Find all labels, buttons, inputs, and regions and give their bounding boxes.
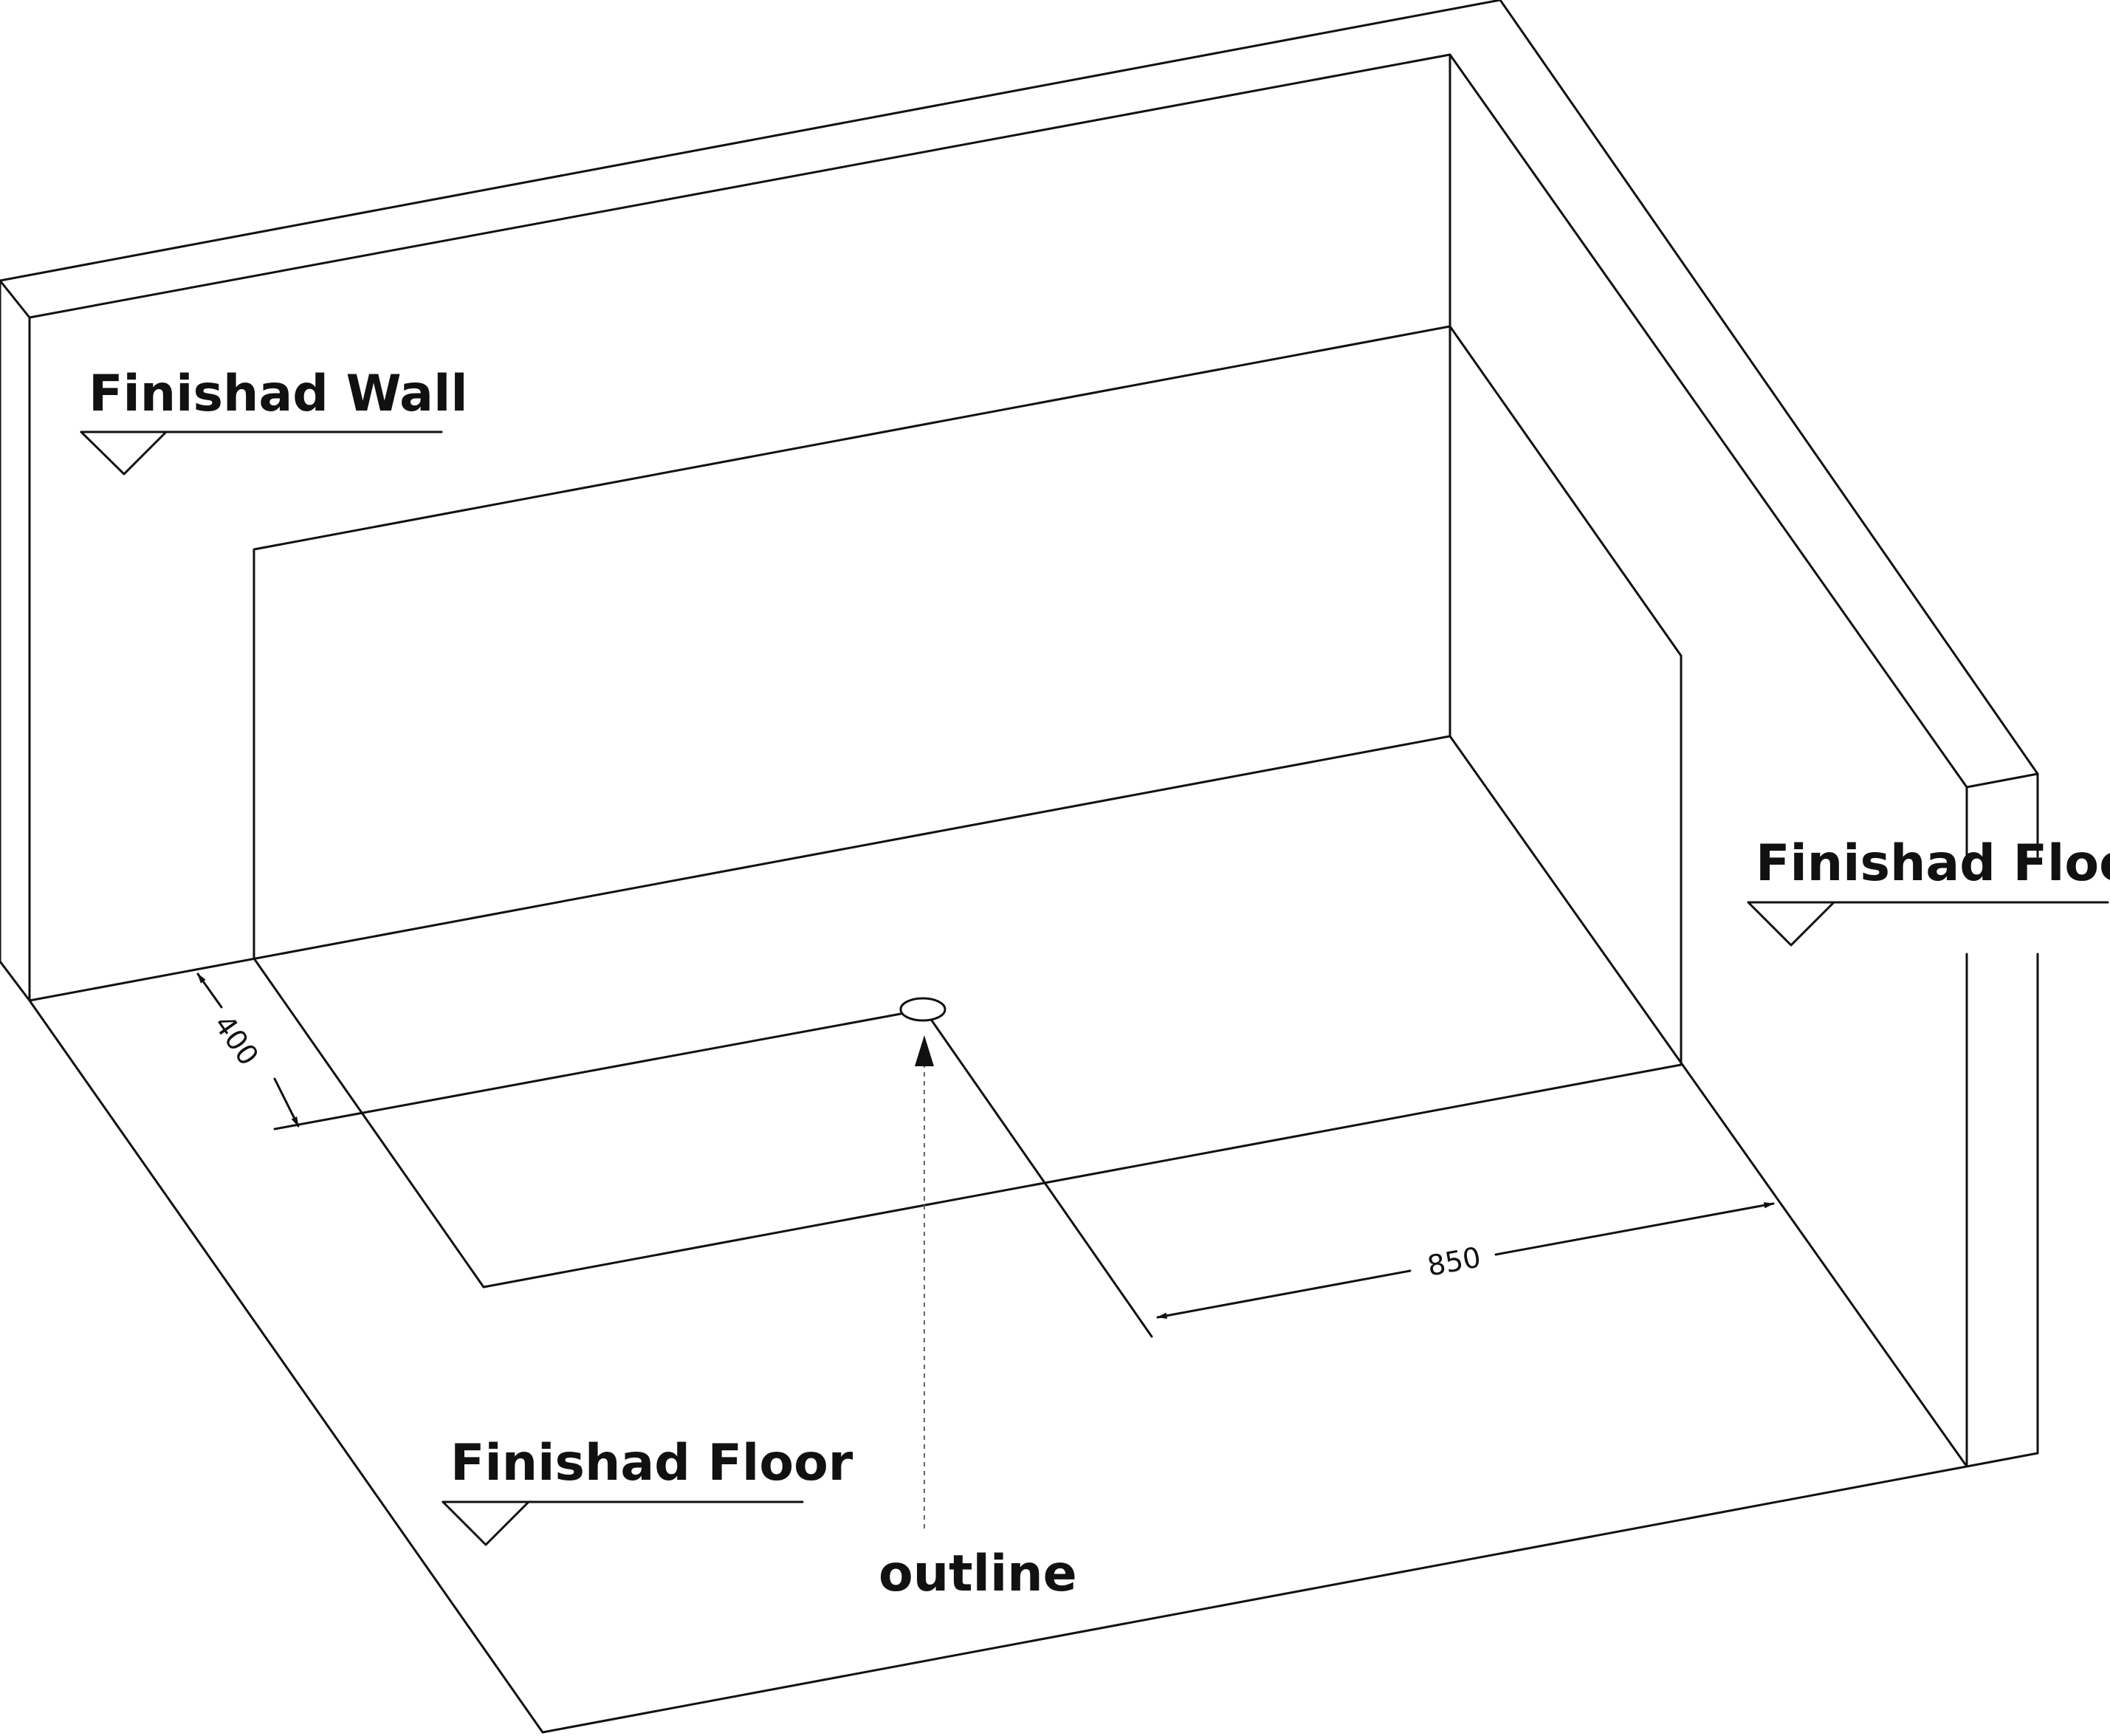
finished-floor-marker-right: Finishad Floor xyxy=(1747,834,2110,947)
outline-leader xyxy=(915,1035,934,1529)
finished-floor-label-right: Finishad Floor xyxy=(1756,834,2110,893)
fixture-box xyxy=(252,325,1683,1289)
outline-label: outline xyxy=(879,1545,1077,1603)
dimension-850: 850 xyxy=(1156,1202,1775,1319)
finished-floor-label-left: Finishad Floor xyxy=(450,1434,853,1492)
outline-marker xyxy=(273,997,1153,1338)
finished-floor-marker-left: Finishad Floor xyxy=(441,1434,853,1546)
dimension-400-label: 400 xyxy=(207,1009,265,1071)
back-wall xyxy=(0,0,2039,1002)
right-wall-edge xyxy=(1965,772,2039,1468)
dimension-400: 400 xyxy=(196,972,300,1128)
floor-outline xyxy=(28,735,1968,1734)
finished-wall-label: Finishad Wall xyxy=(89,365,468,423)
finished-wall-marker: Finishad Wall xyxy=(80,365,468,476)
dimension-850-label: 850 xyxy=(1425,1241,1483,1282)
